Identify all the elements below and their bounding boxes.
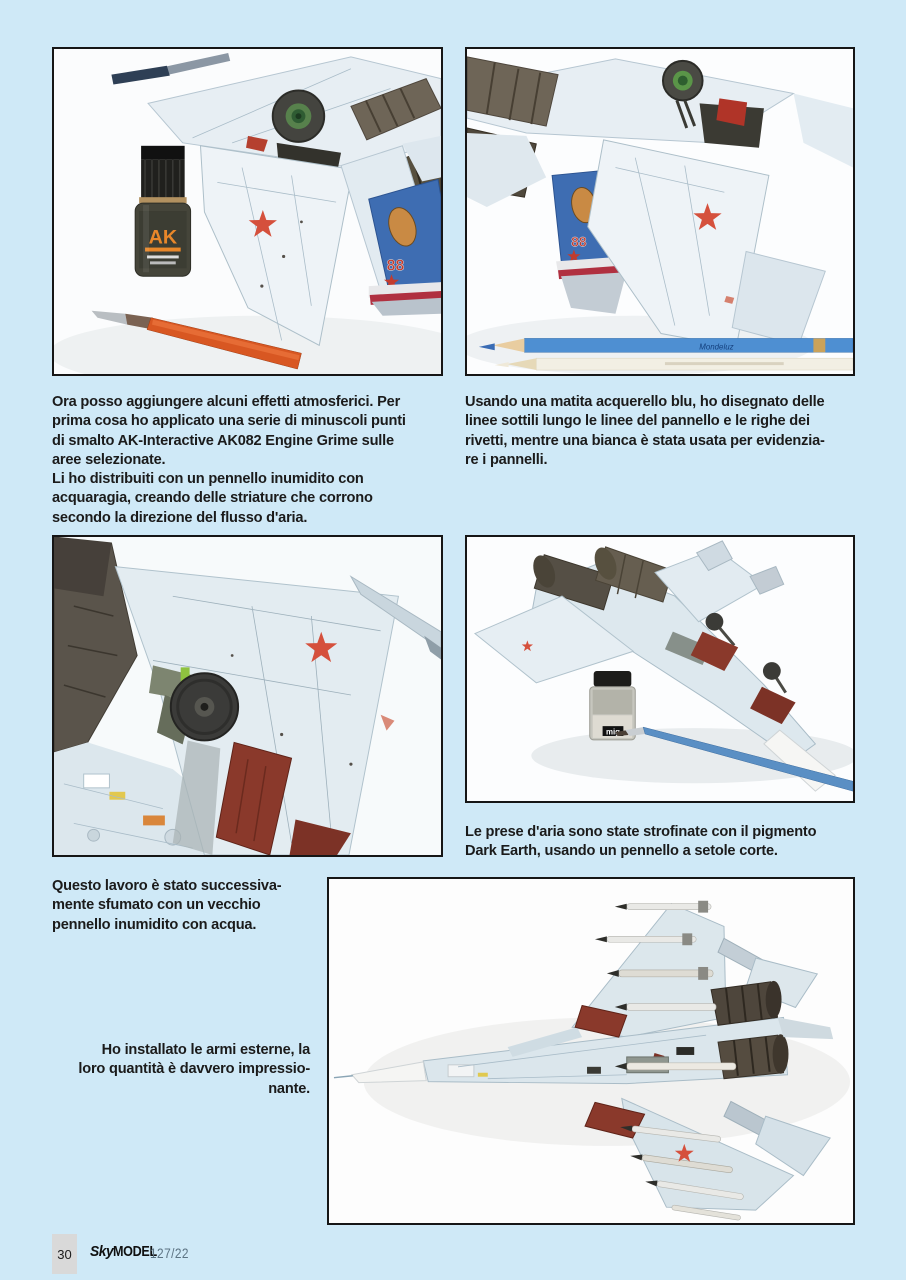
photo-bottom-armed-underside: [327, 877, 855, 1225]
pencil-brand: Mondeluz: [699, 342, 733, 351]
magazine-logo-sky: Sky: [90, 1243, 114, 1260]
left-wing: [473, 595, 635, 684]
photo-top-left-underside-with-ak-bottle: 88 AK: [52, 47, 443, 376]
model-aircraft-inverted: 88: [467, 56, 853, 348]
jar-brand: mig: [606, 728, 620, 737]
missiles: [594, 900, 744, 1221]
paint-brush: [91, 310, 302, 370]
paragraph-mid-left: Questo lavoro è stato successiva- mente …: [52, 878, 282, 933]
watercolor-pencil-blue: Mondeluz: [478, 338, 853, 353]
main-wing: [199, 145, 354, 347]
pitot-probe: [333, 1074, 353, 1079]
second-brush-tip: [111, 52, 231, 85]
magazine-logo-model: MODEL: [113, 1243, 158, 1260]
red-gear-part: [716, 98, 748, 127]
landing-gear: [705, 612, 787, 694]
engine-pod-dark: [54, 537, 138, 753]
footer-page-number-box: 30: [52, 1234, 77, 1274]
tiger-artwork: [388, 207, 417, 247]
detail-brush: [615, 726, 853, 792]
wingtip-rail: [349, 575, 441, 660]
model-aircraft-plan-view: [333, 900, 834, 1221]
watercolor-pencil-white: [494, 357, 853, 371]
model-aircraft-inverted: [473, 540, 836, 792]
landing-gear-wheel: [661, 59, 764, 148]
nose-cone: [350, 1061, 427, 1084]
photo-mid-left-wing-closeup: [52, 535, 443, 857]
footer-issue-number: 127/22: [150, 1245, 189, 1261]
gear-door-red: [215, 741, 351, 855]
paragraph-bottom-left: Ho installato le armi esterne, la loro q…: [78, 1042, 310, 1097]
photo-mid-right-model-with-pigment-jar: mig: [465, 535, 855, 803]
gear-doors-red: [690, 631, 796, 725]
tail-number: 88: [387, 257, 405, 274]
engine-nozzles: [710, 980, 789, 1080]
paint-bottle-ak: AK: [134, 145, 192, 277]
photo-top-right-underside-with-pencils: 88 Mondeluz: [465, 47, 855, 376]
pigment-jar-mig: mig: [589, 670, 636, 741]
tail-fin-blue: 88: [368, 178, 441, 316]
tail-sting: [777, 1017, 834, 1040]
model-aircraft-inverted: 88: [147, 56, 441, 347]
paragraph-mid-right: Le prese d'aria sono state strofinate co…: [465, 824, 817, 860]
paragraph-top-left: Ora posso aggiungere alcuni effetti atmo…: [52, 394, 406, 526]
engine-pods: [533, 546, 674, 611]
footer-page-number: 30: [57, 1246, 72, 1262]
tail-number: 88: [571, 234, 587, 250]
landing-gear: [149, 665, 240, 745]
bottle-brand-logo: AK: [149, 227, 178, 249]
paragraph-top-right: Usando una matita acquerello blu, ho dis…: [465, 394, 825, 468]
